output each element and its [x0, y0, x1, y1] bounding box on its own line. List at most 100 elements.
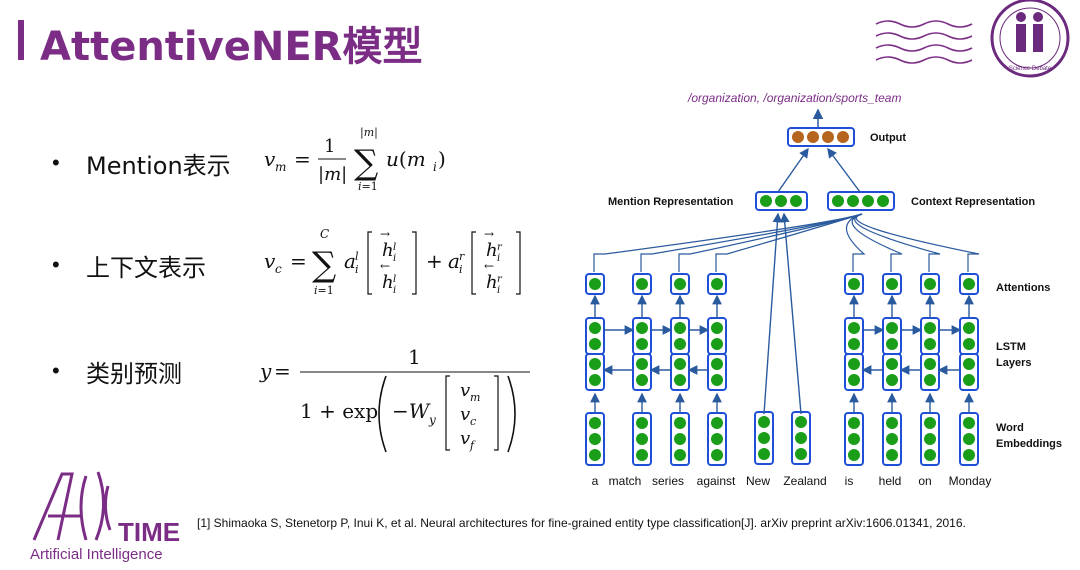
- node-circle: [847, 195, 859, 207]
- node-circle: [848, 433, 860, 445]
- svg-text:h: h: [382, 272, 394, 293]
- node-circle: [886, 322, 898, 334]
- node-circle: [589, 358, 601, 370]
- node-circle: [963, 358, 975, 370]
- node-circle: [886, 358, 898, 370]
- node-circle: [795, 416, 807, 428]
- word-label: Zealand: [783, 474, 826, 488]
- node-circle: [886, 374, 898, 386]
- mention-representation-label: Mention Representation: [608, 196, 734, 208]
- svg-text:y: y: [259, 359, 272, 383]
- node-circle: [924, 278, 936, 290]
- bullet-context-label: 上下文表示: [86, 254, 206, 282]
- bullet-dot-2: •: [52, 252, 60, 277]
- svg-text:→: →: [484, 227, 494, 241]
- word-label: is: [845, 474, 854, 488]
- node-circle: [924, 358, 936, 370]
- node-circle: [886, 433, 898, 445]
- svg-text:i: i: [497, 285, 500, 296]
- lstm-label-line2: Layers: [996, 357, 1031, 369]
- svg-text:→: →: [380, 227, 390, 241]
- node-circle: [886, 449, 898, 461]
- word-label: a: [592, 474, 599, 488]
- node-circle: [886, 278, 898, 290]
- node-circle: [924, 417, 936, 429]
- bullet-dot-1: •: [52, 150, 60, 175]
- svg-text:|m|: |m|: [360, 126, 378, 140]
- word-label: against: [697, 474, 736, 488]
- node-circle: [877, 195, 889, 207]
- node-circle: [674, 322, 686, 334]
- node-circle: [674, 358, 686, 370]
- node-circle: [760, 195, 772, 207]
- node-circle: [711, 358, 723, 370]
- node-circle: [711, 433, 723, 445]
- page-title: AttentiveNER模型: [40, 24, 423, 70]
- node-circle: [795, 448, 807, 460]
- node-circle: [636, 374, 648, 386]
- svg-text:i: i: [433, 160, 437, 174]
- node-circle: [711, 449, 723, 461]
- word-label: on: [918, 474, 931, 488]
- node-circle: [790, 195, 802, 207]
- node-circle: [886, 338, 898, 350]
- node-circle: [636, 433, 648, 445]
- svg-text:i: i: [393, 253, 396, 264]
- word-label: held: [879, 474, 902, 488]
- node-circle: [963, 374, 975, 386]
- node-circle: [862, 195, 874, 207]
- node-circle: [711, 417, 723, 429]
- node-circle: [674, 338, 686, 350]
- attention-to-context-arrow: [593, 213, 863, 272]
- output-label: Output: [870, 132, 906, 144]
- attention-to-context-arrow: [855, 213, 980, 272]
- node-circle: [589, 338, 601, 350]
- node-circle: [848, 449, 860, 461]
- bullet-prediction-label: 类别预测: [86, 360, 182, 388]
- svg-text:h: h: [486, 272, 498, 293]
- node-circle: [636, 322, 648, 334]
- node-circle: [589, 449, 601, 461]
- node-circle: [775, 195, 787, 207]
- svg-text:u(m: u(m: [386, 147, 426, 171]
- svg-text:←: ←: [484, 259, 494, 273]
- svg-text:): ): [438, 147, 446, 171]
- svg-text:+: +: [426, 249, 443, 273]
- mention-to-output-arrow: [777, 147, 809, 193]
- node-circle: [792, 131, 804, 143]
- svg-text:=: =: [290, 249, 307, 273]
- node-circle: [963, 338, 975, 350]
- node-circle: [711, 278, 723, 290]
- attentions-label: Attentions: [996, 282, 1050, 294]
- node-circle: [924, 433, 936, 445]
- node-circle: [848, 278, 860, 290]
- title-accent-bar: [18, 20, 24, 60]
- science-debate-stamp-icon: Science Debate: [875, 0, 1070, 78]
- context-to-output-arrow: [827, 147, 861, 193]
- mention-formula: v m = 1 |m| |m| ∑ i=1 u(m i ): [264, 126, 446, 193]
- node-circle: [963, 417, 975, 429]
- node-circle: [589, 374, 601, 386]
- reference-footnote: [1] Shimaoka S, Stenetorp P, Inui K, et …: [197, 516, 966, 530]
- context-formula: v c = C ∑ i=1 a i l → h i l ← h i l + a …: [264, 227, 521, 297]
- svg-text:−W: −W: [392, 399, 431, 423]
- node-circle: [758, 448, 770, 460]
- node-circle: [924, 322, 936, 334]
- node-circle: [674, 449, 686, 461]
- prediction-formula: y = 1 1 + exp −W y v m v c v f: [259, 345, 530, 453]
- svg-text:1 + exp: 1 + exp: [300, 399, 378, 423]
- svg-text:|m|: |m|: [318, 164, 347, 185]
- svg-text:h: h: [382, 240, 394, 261]
- svg-text:l: l: [393, 242, 396, 253]
- node-circle: [822, 131, 834, 143]
- node-circle: [589, 433, 601, 445]
- node-circle: [963, 278, 975, 290]
- word-label: series: [652, 474, 684, 488]
- lstm-label-line1: LSTM: [996, 341, 1026, 353]
- node-circle: [674, 278, 686, 290]
- node-circle: [674, 374, 686, 386]
- svg-text:a: a: [344, 249, 356, 273]
- node-circle: [848, 374, 860, 386]
- mention-word-arrow: [763, 212, 783, 415]
- node-circle: [963, 449, 975, 461]
